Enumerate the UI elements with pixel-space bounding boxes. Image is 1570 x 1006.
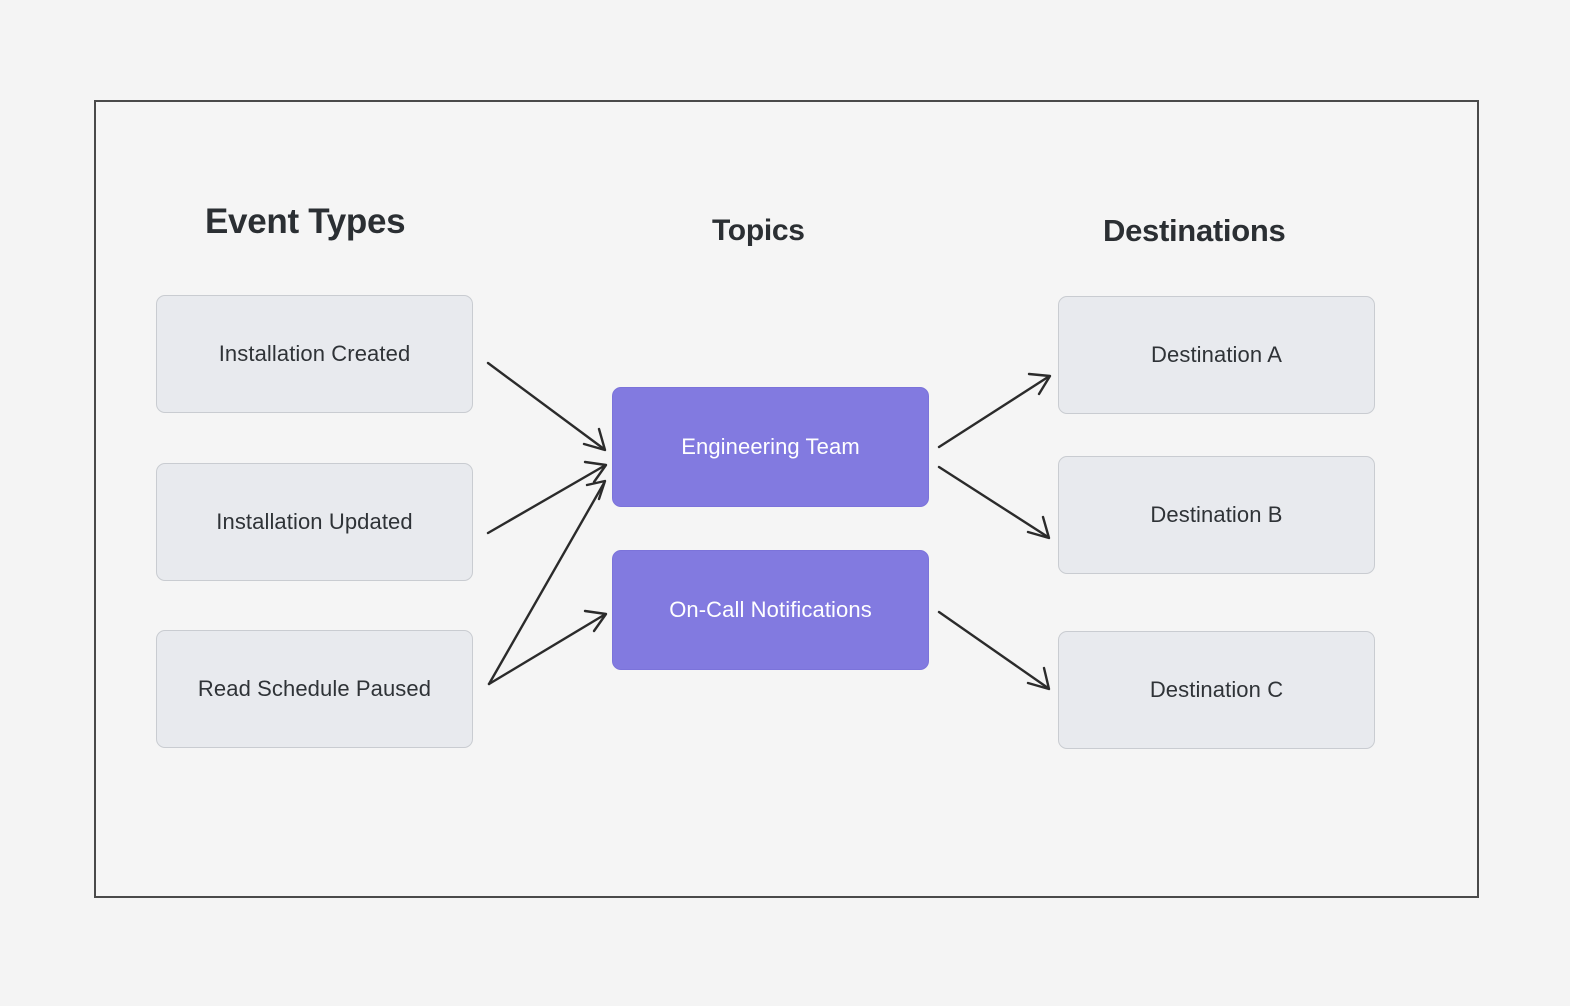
node-installation-created[interactable]: Installation Created	[156, 295, 473, 413]
node-installation-updated[interactable]: Installation Updated	[156, 463, 473, 581]
node-oncall-notifications[interactable]: On-Call Notifications	[612, 550, 929, 670]
node-destination-b[interactable]: Destination B	[1058, 456, 1375, 574]
column-heading-event-types: Event Types	[205, 202, 406, 241]
column-heading-topics: Topics	[712, 214, 805, 247]
node-read-schedule-paused[interactable]: Read Schedule Paused	[156, 630, 473, 748]
node-engineering-team[interactable]: Engineering Team	[612, 387, 929, 507]
node-destination-a[interactable]: Destination A	[1058, 296, 1375, 414]
node-destination-c[interactable]: Destination C	[1058, 631, 1375, 749]
column-heading-destinations: Destinations	[1103, 213, 1286, 248]
